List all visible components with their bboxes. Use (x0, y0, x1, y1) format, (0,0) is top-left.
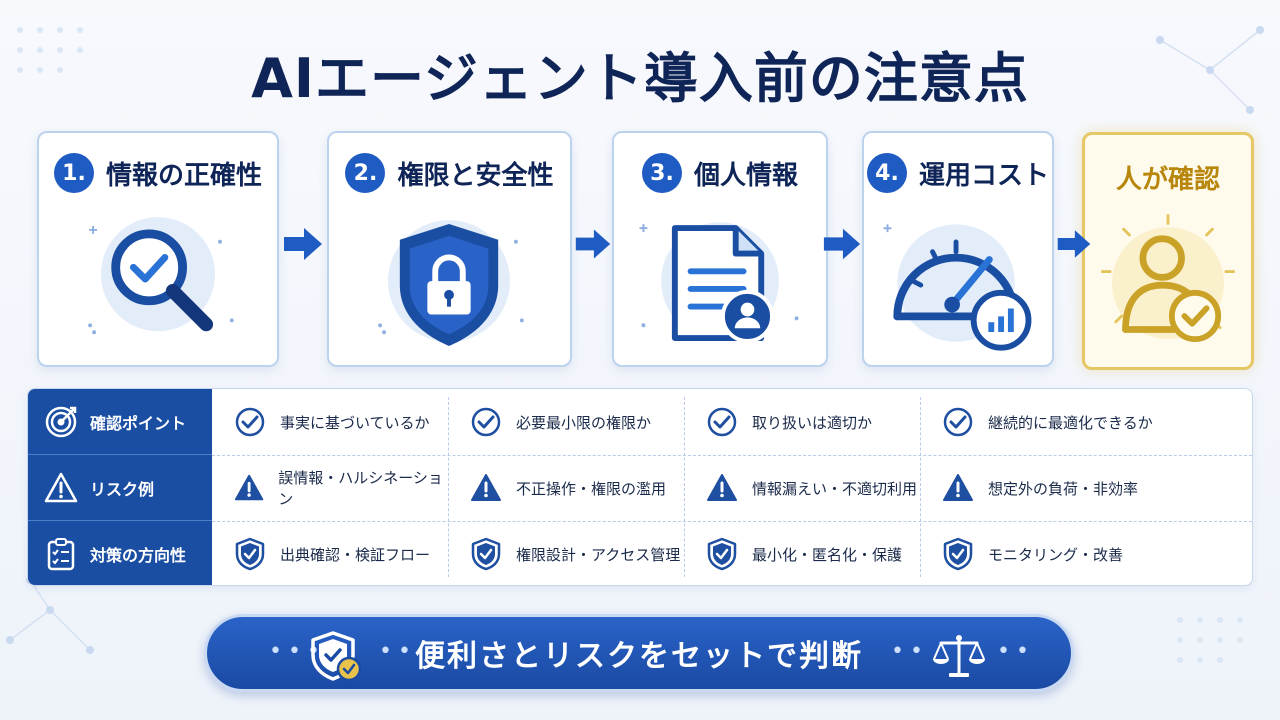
row-header-label: リスク例 (90, 479, 155, 499)
step-card-operating-cost: 4. 運用コスト (862, 131, 1054, 367)
checklist-icon (47, 538, 75, 571)
cell-text: 出典確認・検証フロー (280, 545, 431, 564)
shield-check-badge-icon (311, 631, 362, 682)
table-cell: 誤情報・ハルシネーション (212, 455, 448, 521)
step-card-accuracy: 1. 情報の正確性 (37, 131, 279, 367)
cell-text: 取り扱いは適切か (752, 413, 873, 432)
cell-text: 誤情報・ハルシネーション (278, 469, 443, 508)
summary-banner: ••• •• 便利さとリスクをセットで判断 •• •• (204, 614, 1074, 692)
step-title: 権限と安全性 (397, 160, 554, 191)
cell-text: モニタリング・改善 (988, 545, 1124, 564)
step-number: 1. (53, 153, 94, 193)
warning-icon (234, 474, 264, 501)
step-title: 運用コスト (918, 160, 1049, 191)
shield-check-icon (471, 537, 501, 571)
table-cell: 事実に基づいているか (212, 389, 448, 455)
checklist-table: 確認ポイント 事実に基づいているか 必要最小限の権限か 取り扱いは適切か 継続的… (27, 388, 1253, 586)
row-header-label: 対策の方向性 (90, 546, 187, 565)
gauge-chart-icon (883, 224, 1032, 351)
table-cell: 継続的に最適化できるか (920, 389, 1252, 455)
document-person-icon (639, 222, 799, 343)
shield-check-icon (943, 537, 973, 571)
target-icon (45, 406, 77, 437)
cell-text: 不正操作・権限の濫用 (516, 479, 667, 498)
cell-text: 必要最小限の権限か (516, 413, 652, 432)
warning-icon (943, 474, 973, 501)
row-header: リスク例 (28, 455, 212, 521)
arrow-right-icon (284, 228, 322, 260)
table-cell: 想定外の負荷・非効率 (920, 455, 1252, 521)
table-cell: 必要最小限の権限か (448, 389, 684, 455)
step-title: 人が確認 (1115, 165, 1220, 195)
balance-scale-icon (933, 635, 985, 677)
table-row: リスク例 誤情報・ハルシネーション 不正操作・権限の濫用 情報漏えい・不適切利用… (28, 455, 1252, 521)
arrow-right-icon (823, 228, 861, 260)
step-card-personal-info: 3. 個人情報 (612, 131, 828, 367)
cell-text: 最小化・匿名化・保護 (752, 545, 903, 564)
step-card-permissions: 2. 権限と安全性 (327, 131, 572, 367)
decorative-dots: •• (891, 639, 929, 664)
step-number: 3. (641, 153, 682, 193)
warning-icon (471, 474, 501, 501)
table-row: 確認ポイント 事実に基づいているか 必要最小限の権限か 取り扱いは適切か 継続的… (28, 389, 1252, 455)
check-circle-icon (943, 407, 973, 437)
person-check-icon (1100, 214, 1236, 343)
arrow-right-icon (575, 229, 611, 259)
table-cell: 最小化・匿名化・保護 (684, 521, 920, 585)
table-cell: 出典確認・検証フロー (212, 521, 448, 585)
table-row: 対策の方向性 出典確認・検証フロー 権限設計・アクセス管理 最小化・匿名化・保護… (28, 521, 1252, 585)
cell-text: 権限設計・アクセス管理 (516, 545, 681, 564)
decorative-dots: •• (379, 639, 417, 664)
table-cell: 取り扱いは適切か (684, 389, 920, 455)
decorative-dots: •• (997, 639, 1035, 664)
page-title: AIエージェント導入前の注意点 (251, 47, 1029, 110)
shield-check-icon (707, 537, 737, 571)
step-card-human-review: 人が確認 (1082, 132, 1254, 370)
magnifier-check-icon (88, 217, 234, 335)
warning-icon (707, 474, 737, 501)
check-circle-icon (471, 407, 501, 437)
step-title: 個人情報 (693, 160, 798, 191)
row-header: 確認ポイント (28, 389, 212, 455)
step-number: 4. (866, 153, 907, 193)
summary-message: 便利さとリスクをセットで判断 (415, 639, 863, 674)
check-circle-icon (707, 407, 737, 437)
step-number: 2. (345, 153, 386, 193)
row-header: 対策の方向性 (28, 521, 212, 585)
table-cell: 情報漏えい・不適切利用 (684, 455, 920, 521)
cell-text: 事実に基づいているか (280, 413, 430, 432)
table-cell: モニタリング・改善 (920, 521, 1252, 585)
arrow-right-icon (1057, 230, 1091, 258)
step-title: 情報の正確性 (105, 160, 262, 191)
table-cell: 不正操作・権限の濫用 (448, 455, 684, 521)
check-circle-icon (235, 407, 265, 437)
shield-check-icon (235, 537, 265, 571)
warning-icon (44, 472, 78, 502)
cell-text: 情報漏えい・不適切利用 (752, 479, 918, 498)
cell-text: 想定外の負荷・非効率 (988, 479, 1139, 498)
cell-text: 継続的に最適化できるか (988, 413, 1153, 432)
row-header-label: 確認ポイント (90, 413, 187, 433)
shield-lock-icon (378, 220, 524, 347)
table-cell: 権限設計・アクセス管理 (448, 521, 684, 585)
